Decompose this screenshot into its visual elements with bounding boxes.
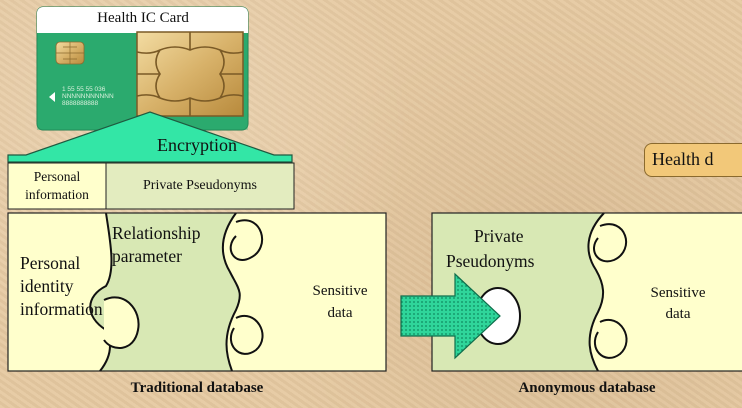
private-pseudonyms-cell (105, 162, 295, 210)
personal-information-cell (7, 162, 107, 210)
encryption-label: Encryption (157, 135, 237, 155)
anonymous-private-pseudonyms-label: Private Pseudonyms (446, 226, 535, 271)
encryption-arrow (7, 111, 293, 163)
private-pseudonyms-label: Private Pseudonyms (143, 178, 257, 193)
personal-identity-label: Personal identity information (20, 253, 103, 319)
relationship-parameter-label: Relationship parameter (112, 223, 201, 266)
card-title: Health IC Card (97, 10, 189, 26)
health-data-box: Health d (644, 143, 742, 177)
anonymous-sensitive-data-label: Sensitive data (650, 285, 706, 322)
chip-closeup-image (136, 31, 244, 117)
traditional-sensitive-data-label: Sensitive data (312, 283, 368, 321)
anonymous-database-caption: Anonymous database (518, 380, 656, 396)
card-number: 1 55 55 55 036 NNNNNNNNNNN 8888888888 (62, 86, 114, 107)
traditional-database-caption: Traditional database (130, 380, 264, 396)
transfer-arrow (400, 272, 501, 360)
card-triangle-icon (49, 92, 55, 102)
traditional-database (7, 212, 387, 372)
